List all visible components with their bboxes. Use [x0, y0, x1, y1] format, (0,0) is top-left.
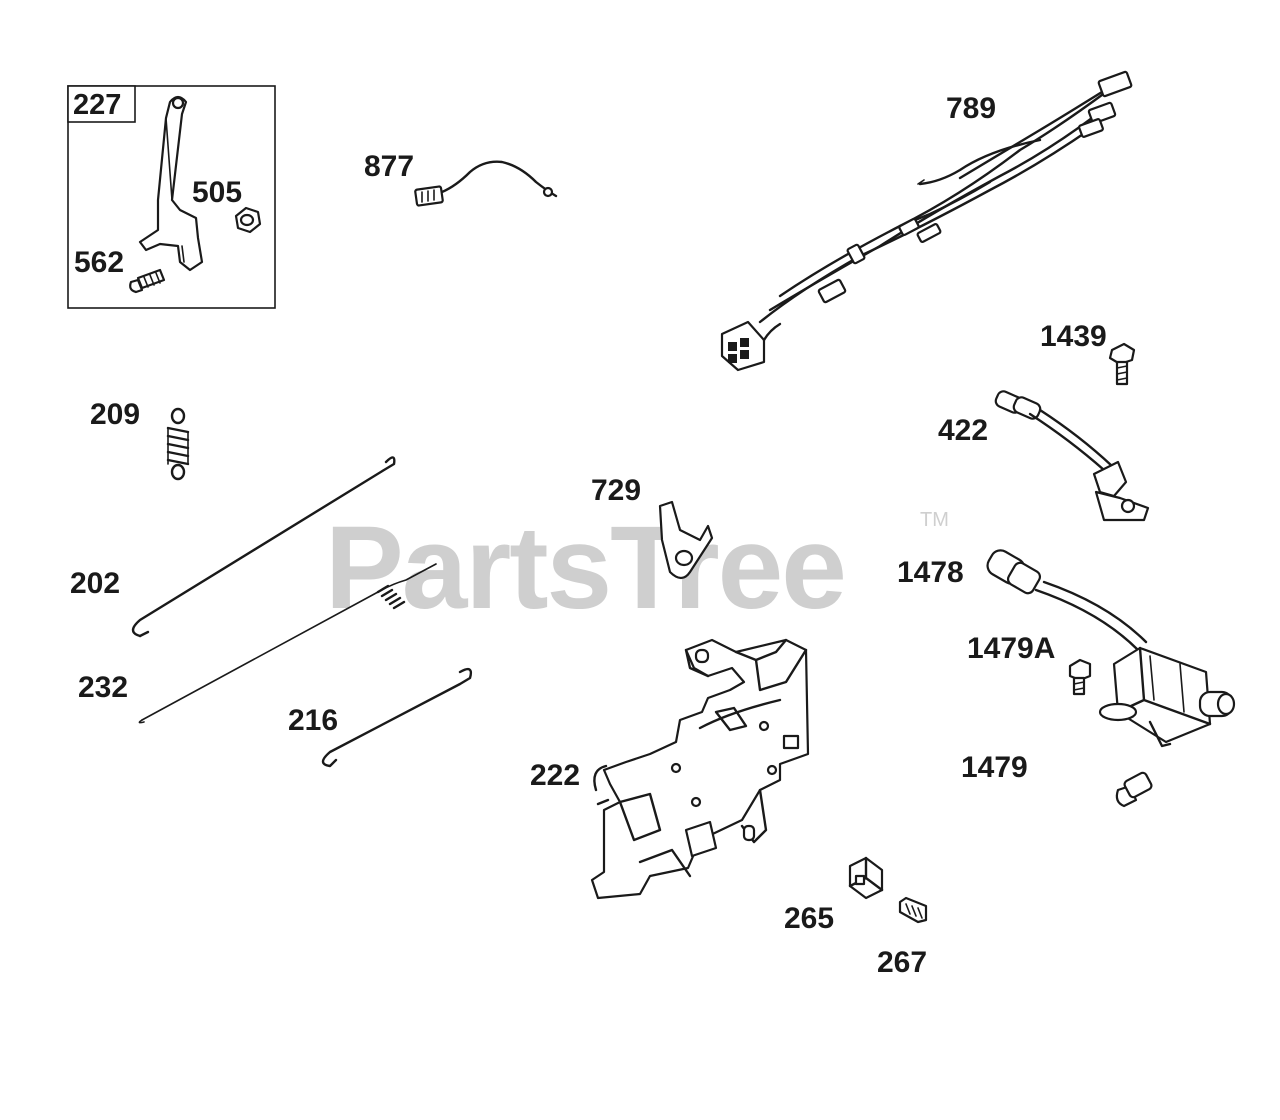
inset-group-227	[67, 85, 276, 309]
label-222: 222	[530, 759, 580, 792]
label-877: 877	[364, 150, 414, 183]
part-505-nut[interactable]	[234, 206, 262, 234]
part-202-rod[interactable]	[131, 456, 396, 638]
label-232: 232	[78, 671, 128, 704]
part-877-wire[interactable]	[414, 160, 558, 207]
label-216: 216	[288, 704, 338, 737]
label-202: 202	[70, 567, 120, 600]
label-209: 209	[90, 398, 140, 431]
label-265: 265	[784, 902, 834, 935]
part-265-clip[interactable]	[848, 856, 884, 900]
part-1479-screw[interactable]	[1115, 771, 1153, 808]
label-505: 505	[192, 176, 242, 209]
label-267: 267	[877, 946, 927, 979]
watermark-brand: PartsTree	[325, 502, 845, 634]
inset-frame	[67, 85, 276, 309]
part-422-wire[interactable]	[994, 389, 1150, 522]
part-216-rod[interactable]	[321, 667, 473, 768]
part-267-screw[interactable]	[898, 896, 928, 924]
label-1478: 1478	[897, 556, 964, 589]
watermark-trademark: TM	[920, 509, 949, 531]
label-789: 789	[946, 92, 996, 125]
part-1479A-screw[interactable]	[1068, 658, 1092, 696]
part-1439-screw[interactable]	[1108, 342, 1136, 386]
label-1439: 1439	[1040, 320, 1107, 353]
inset-label-box	[67, 85, 136, 123]
label-227: 227	[73, 89, 121, 121]
label-1479A: 1479A	[967, 632, 1055, 665]
part-562-screw[interactable]	[129, 268, 166, 294]
part-209-spring[interactable]	[166, 407, 190, 481]
part-227-lever[interactable]	[138, 95, 204, 272]
part-789-wire-harness[interactable]	[720, 70, 1133, 372]
part-222-bracket[interactable]	[590, 638, 810, 900]
label-562: 562	[74, 246, 124, 279]
part-1478-solenoid[interactable]	[984, 547, 1236, 748]
label-1479: 1479	[961, 751, 1028, 784]
label-422: 422	[938, 414, 988, 447]
part-729-bracket[interactable]	[658, 500, 714, 580]
part-232-spring-rod[interactable]	[138, 563, 437, 724]
label-729: 729	[591, 474, 641, 507]
